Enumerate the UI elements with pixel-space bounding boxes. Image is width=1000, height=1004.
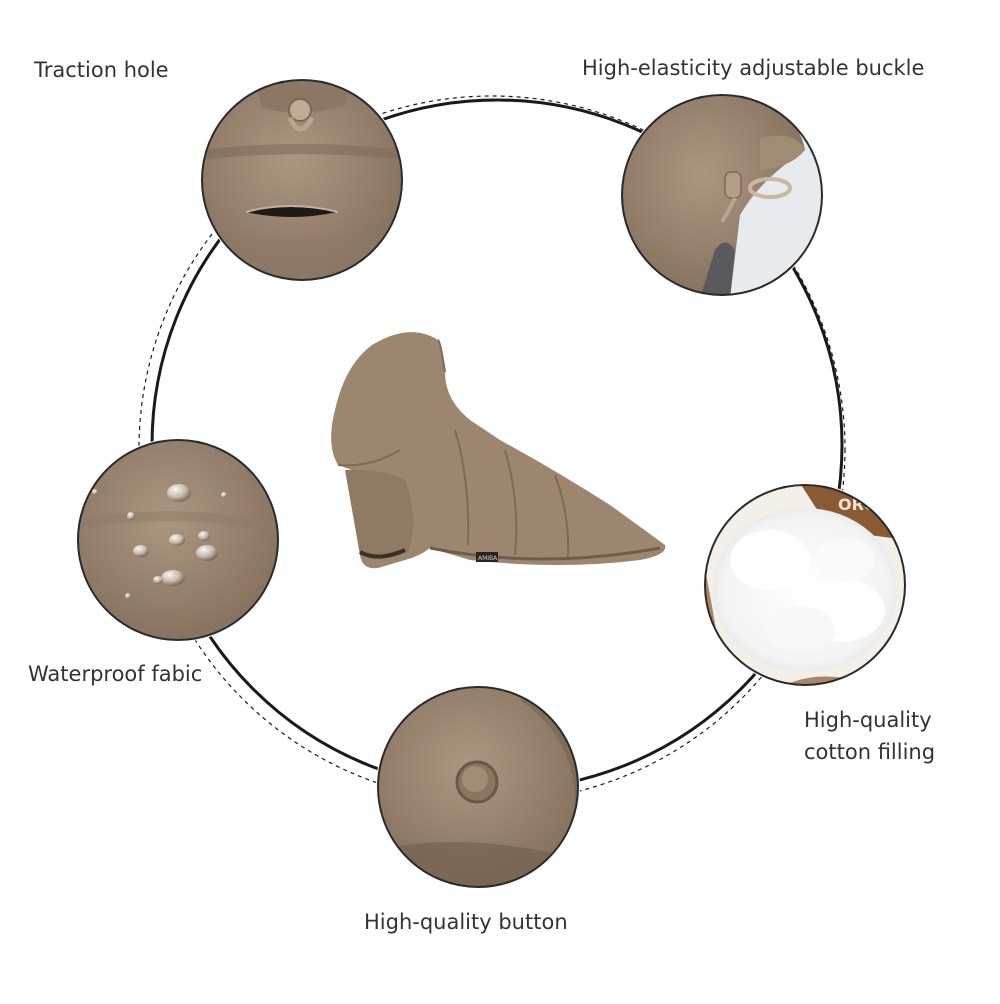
jacket-brand-tag: AMIBA [478,555,498,562]
waterproof-label: Waterproof fabic [28,662,203,686]
traction-hole-label: Traction hole [34,58,169,82]
dog-jacket-product: AMIBA [331,332,666,569]
button-label: High-quality button [364,910,568,934]
cotton-filling-label-line1: High-quality [804,708,932,732]
cotton-filling-label-line2: cotton filling [804,740,936,764]
traction-hole-photo [200,78,404,282]
buckle-label: High-elasticity adjustable buckle [582,56,925,80]
waterproof-photo [76,438,280,642]
cotton-filling-photo: ORO [703,483,907,687]
cotton-filling-label: High-quality cotton filling [804,704,984,768]
button-photo [376,685,580,889]
buckle-photo [620,93,824,297]
